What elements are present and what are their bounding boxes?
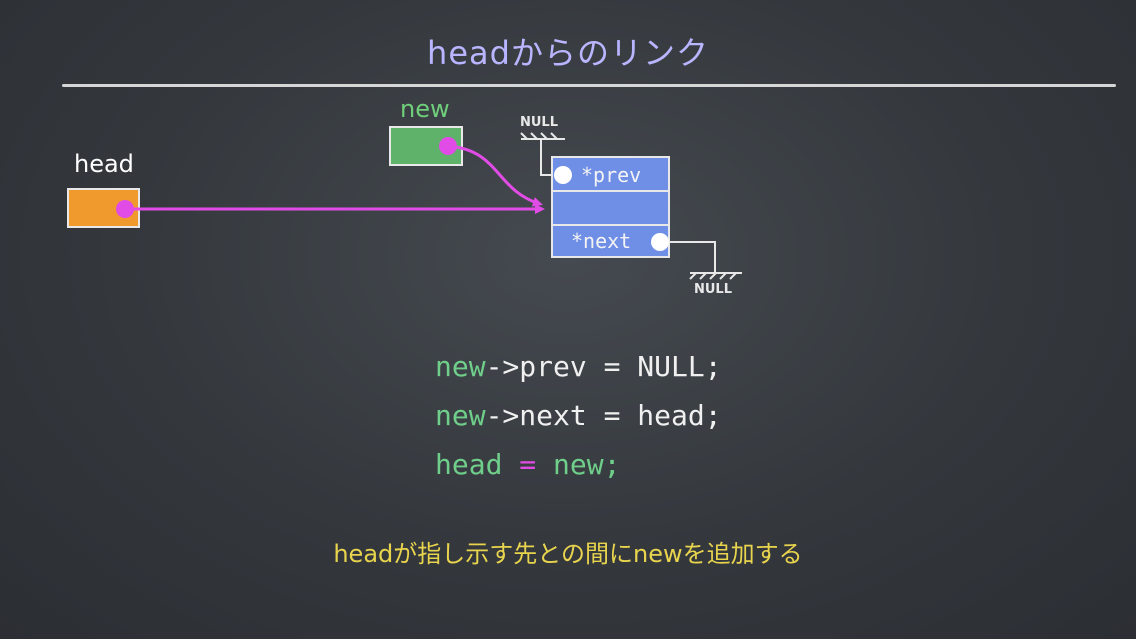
slide-caption: headが指し示す先との間にnewを追加する bbox=[333, 540, 803, 568]
node-next-cell: *next bbox=[553, 226, 668, 256]
node-data-cell bbox=[553, 192, 668, 226]
node-next-label: *next bbox=[571, 229, 632, 253]
next-null-wire bbox=[660, 241, 716, 272]
code-line-3-head: head bbox=[435, 448, 503, 481]
code-line-3-eq: = bbox=[502, 448, 554, 481]
new-label: new bbox=[400, 95, 450, 123]
code-line-2: new->next = head; bbox=[435, 399, 722, 432]
prev-null-label: NULL bbox=[520, 115, 559, 130]
prev-null-ground-icon bbox=[520, 132, 565, 140]
title-underline bbox=[62, 84, 1116, 87]
list-node: *prev *next bbox=[551, 156, 670, 258]
head-label: head bbox=[74, 150, 134, 178]
node-prev-cell: *prev bbox=[553, 158, 668, 192]
code-line-3-new: new; bbox=[553, 448, 621, 481]
next-pointer-dot bbox=[651, 233, 669, 251]
code-line-1-new: new bbox=[435, 350, 486, 383]
code-line-2-new: new bbox=[435, 399, 486, 432]
code-line-1: new->prev = NULL; bbox=[435, 350, 722, 383]
code-line-1-rest: ->prev = NULL; bbox=[485, 350, 722, 383]
prev-pointer-dot bbox=[554, 166, 572, 184]
slide-title: headからのリンク bbox=[427, 34, 709, 72]
next-null-ground-icon bbox=[689, 272, 742, 280]
code-line-2-rest: ->next = head; bbox=[485, 399, 722, 432]
code-line-3: head = new; bbox=[435, 448, 620, 481]
new-to-node-arrow bbox=[447, 144, 543, 207]
next-null-label: NULL bbox=[694, 282, 733, 297]
node-prev-label: *prev bbox=[581, 163, 642, 187]
